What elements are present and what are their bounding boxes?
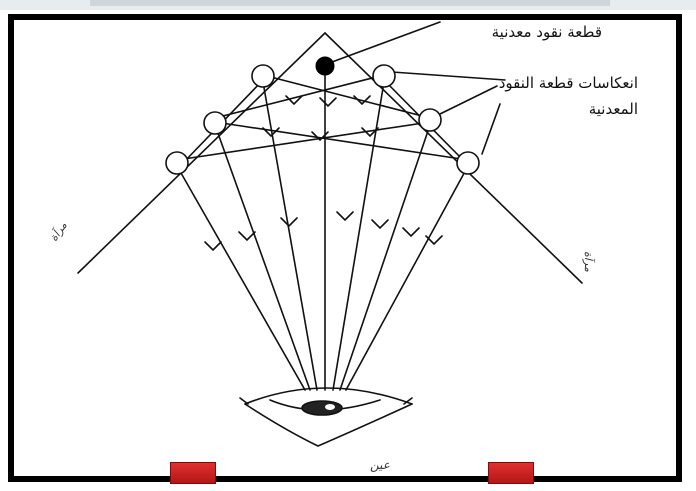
eye-icon bbox=[240, 388, 412, 446]
ray-arrowheads bbox=[205, 96, 442, 250]
coin-label: قطعة نقود معدنية bbox=[492, 23, 602, 41]
label-leaders bbox=[332, 22, 505, 154]
mirror-right-label: مرآة bbox=[582, 251, 595, 272]
reflection-circle-icon bbox=[204, 112, 226, 134]
mirror-left-line bbox=[78, 33, 325, 273]
eye-label: عين bbox=[370, 458, 390, 472]
coin-icon bbox=[316, 57, 334, 75]
reflection-circle-icon bbox=[419, 109, 441, 131]
reflection-circle-icon bbox=[166, 152, 188, 174]
reflection-circle-icon bbox=[373, 65, 395, 87]
reflections-label: انعكاسات قطعة النقود المعدنية bbox=[488, 70, 638, 122]
reflection-circle-icon bbox=[252, 65, 274, 87]
reflection-circle-icon bbox=[457, 152, 479, 174]
nav-left-button[interactable] bbox=[170, 462, 216, 484]
nav-right-button[interactable] bbox=[488, 462, 534, 484]
